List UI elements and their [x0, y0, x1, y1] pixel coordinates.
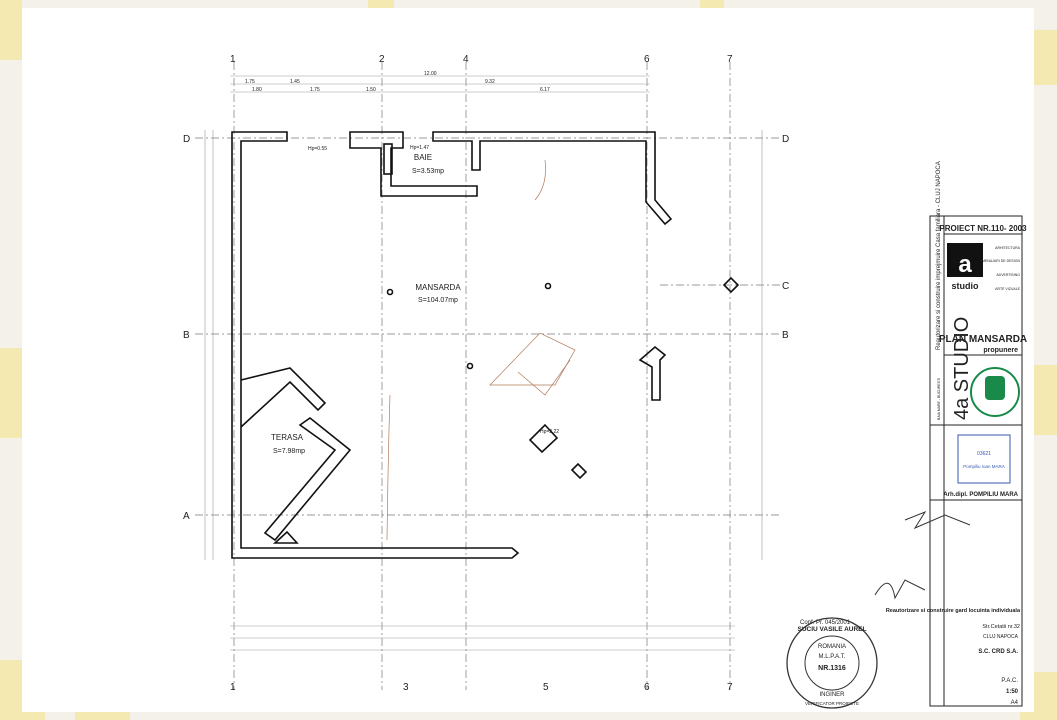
dimension-texts: 12.00 9.32 6.17 1.75 1.45 1.80 1.75 1.50… — [245, 71, 559, 435]
discipline: ADVERTISING — [996, 273, 1020, 277]
axis-A: A — [183, 511, 190, 522]
axis-7: 7 — [727, 54, 733, 65]
axis-4: 4 — [463, 54, 469, 65]
axis-1: 1 — [230, 54, 236, 65]
architect-stamp-name: Pompiliu Ioan MARA — [963, 464, 1005, 469]
studio-logo-text: studio — [952, 281, 979, 291]
axis-labels: 1 2 4 6 7 1 3 5 6 7 D D C B B A — [183, 54, 789, 693]
dim-text: 12.00 — [424, 71, 437, 77]
tape — [1030, 365, 1057, 435]
signature — [874, 579, 926, 600]
dimension-lines — [204, 75, 763, 651]
dim-text: 1.75 — [310, 87, 320, 93]
studio-seal — [970, 367, 1020, 417]
room-name-baie: BAIE — [414, 153, 432, 162]
axis-5-bottom: 5 — [543, 682, 549, 693]
discipline: ARTE VIZUALE — [995, 287, 1020, 291]
axis-6: 6 — [644, 54, 650, 65]
room-name-mansarda: MANSARDA — [415, 283, 461, 292]
verifier-name: SUCIU VASILE AUREL — [798, 626, 867, 633]
dim-text: 9.32 — [485, 79, 495, 85]
axis-2: 2 — [379, 54, 385, 65]
axis-C: C — [782, 281, 789, 292]
project-name: Reautorizare si construire imprejmuire C… — [936, 161, 942, 350]
sheet-title: PLAN MANSARDA — [939, 334, 1027, 345]
verifier-note: Conf. Pr. 045/2001 — [800, 620, 851, 626]
title-block: PROIECT NR.110- 2003 Reautorizare si con… — [886, 161, 1027, 707]
axis-6-bottom: 6 — [644, 682, 650, 693]
address: Str.Cetatii nr.32 — [982, 624, 1020, 630]
beneficiary: S.C. CRD S.A. — [978, 649, 1018, 655]
room-area-mansarda: S=104.07mp — [418, 297, 458, 304]
dim-text: 1.45 — [290, 79, 300, 85]
studio-name: 4a STUDIO — [951, 317, 973, 420]
description: Reautorizare si construire gard locuinta… — [886, 608, 1021, 614]
verifier-authority: M.L.P.A.T. — [819, 654, 846, 660]
axis-grid — [195, 62, 780, 690]
verifier-country: ROMANIA — [818, 644, 846, 650]
axis-1-bottom: 1 — [230, 682, 236, 693]
format: A4 — [1011, 700, 1019, 706]
architect: Arh.dipl. POMPILIU MARA — [943, 492, 1018, 498]
room-name-terasa: TERASA — [271, 433, 304, 442]
studio-seal-logo — [985, 376, 1005, 400]
axis-7-bottom: 7 — [727, 682, 733, 693]
verifier-role: INGINER — [819, 692, 845, 698]
axis-D: D — [183, 134, 190, 145]
discipline: AMENAJARI DE DESIGN — [980, 259, 1021, 263]
room-area-terasa: S=7.98mp — [273, 448, 305, 455]
walls — [231, 131, 740, 559]
height-text: Hp=0.55 — [308, 146, 327, 152]
location: CLUJ NAPOCA — [983, 634, 1019, 640]
verifier-stamp: Conf. Pr. 045/2001 SUCIU VASILE AUREL RO… — [786, 617, 878, 709]
dim-text: 1.50 — [366, 87, 376, 93]
paper — [22, 8, 1034, 712]
verifier-number: NR.1316 — [818, 665, 846, 672]
room-labels: BAIE S=3.53mp MANSARDA S=104.07mp TERASA… — [271, 153, 461, 455]
verifier-role2: VERIFICATOR PROIECTE — [805, 701, 859, 706]
dim-text: 6.17 — [540, 87, 550, 93]
pencil-sketch — [386, 159, 576, 541]
axis-B: B — [183, 330, 190, 341]
dim-text: 1.80 — [252, 87, 262, 93]
studio-logo: a — [958, 251, 972, 278]
scale: 1:50 — [1006, 689, 1019, 695]
city: BAIA MARE - BUCURESTI — [937, 378, 941, 420]
axis-B-right: B — [782, 330, 789, 341]
phase: P.A.C. — [1001, 678, 1018, 684]
architect-stamp-number: 03621 — [977, 451, 991, 457]
signature — [904, 510, 971, 530]
dim-text: 1.75 — [245, 79, 255, 85]
project-number: PROIECT NR.110- 2003 — [939, 224, 1027, 233]
sheet-subtitle: propunere — [983, 347, 1018, 354]
height-text: Hp=1.47 — [410, 145, 429, 151]
studio-logo-block — [947, 243, 983, 277]
discipline: ARHITECTURA — [995, 246, 1021, 250]
axis-D-right: D — [782, 134, 789, 145]
architect-stamp — [957, 434, 1011, 484]
height-text: Hp=2.22 — [540, 429, 559, 435]
tape — [0, 0, 22, 60]
axis-3-bottom: 3 — [403, 682, 409, 693]
room-area-baie: S=3.53mp — [412, 168, 444, 175]
